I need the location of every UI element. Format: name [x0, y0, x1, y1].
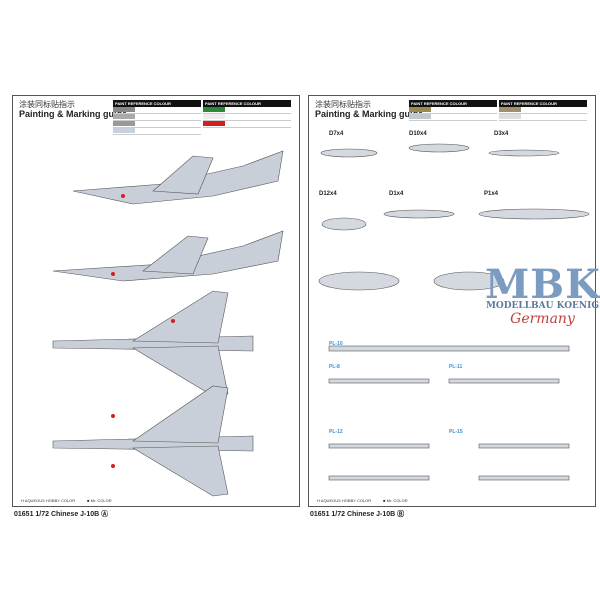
paint-table: PAINT REFERENCE COLOUR [113, 100, 201, 135]
title-cn: 涂装同标贴指示 [315, 100, 371, 109]
painting-guide-sheet-b: 涂装同标贴指示 Painting & Marking guide PAINT R… [308, 95, 596, 507]
store-label: P1x4 [484, 191, 499, 197]
store-label: D3x4 [494, 131, 509, 137]
stores-drawings [318, 143, 590, 481]
missile-label: PL-11 [449, 364, 463, 370]
store-label: D1x4 [389, 191, 404, 197]
paint-table-2: PAINT REFERENCE COLOUR [203, 100, 291, 128]
missile-label: PL-15 [449, 429, 463, 435]
paint-table-2: PAINT REFERENCE COLOUR [499, 100, 587, 121]
aircraft-drawings [52, 150, 284, 497]
title-en: Painting & Marking guide [315, 109, 424, 119]
mbk-watermark-logo: MBK MODELLBAU KOENIG Germany [485, 261, 600, 328]
missile-label: PL-12 [329, 429, 343, 435]
footer-b: 01651 1/72 Chinese J-10B Ⓑ [310, 511, 405, 518]
store-label: D7x4 [329, 131, 344, 137]
painting-guide-sheet-a: 涂装同标贴指示 Painting & Marking guide PAINT R… [12, 95, 300, 507]
footer-a: 01651 1/72 Chinese J-10B Ⓐ [14, 511, 109, 518]
paint-table: PAINT REFERENCE COLOUR [409, 100, 497, 121]
title-cn: 涂装同标贴指示 [19, 100, 75, 109]
store-label: D10x4 [409, 131, 427, 137]
color-legend: H AQUEOUS HOBBY COLOR■ Mr. COLOR [317, 498, 408, 503]
missile-label: PL-8 [329, 364, 340, 370]
store-label: D12x4 [319, 191, 337, 197]
missile-label: PL-10 [329, 341, 343, 347]
color-legend: H AQUEOUS HOBBY COLOR■ Mr. COLOR [21, 498, 112, 503]
title-en: Painting & Marking guide [19, 109, 128, 119]
